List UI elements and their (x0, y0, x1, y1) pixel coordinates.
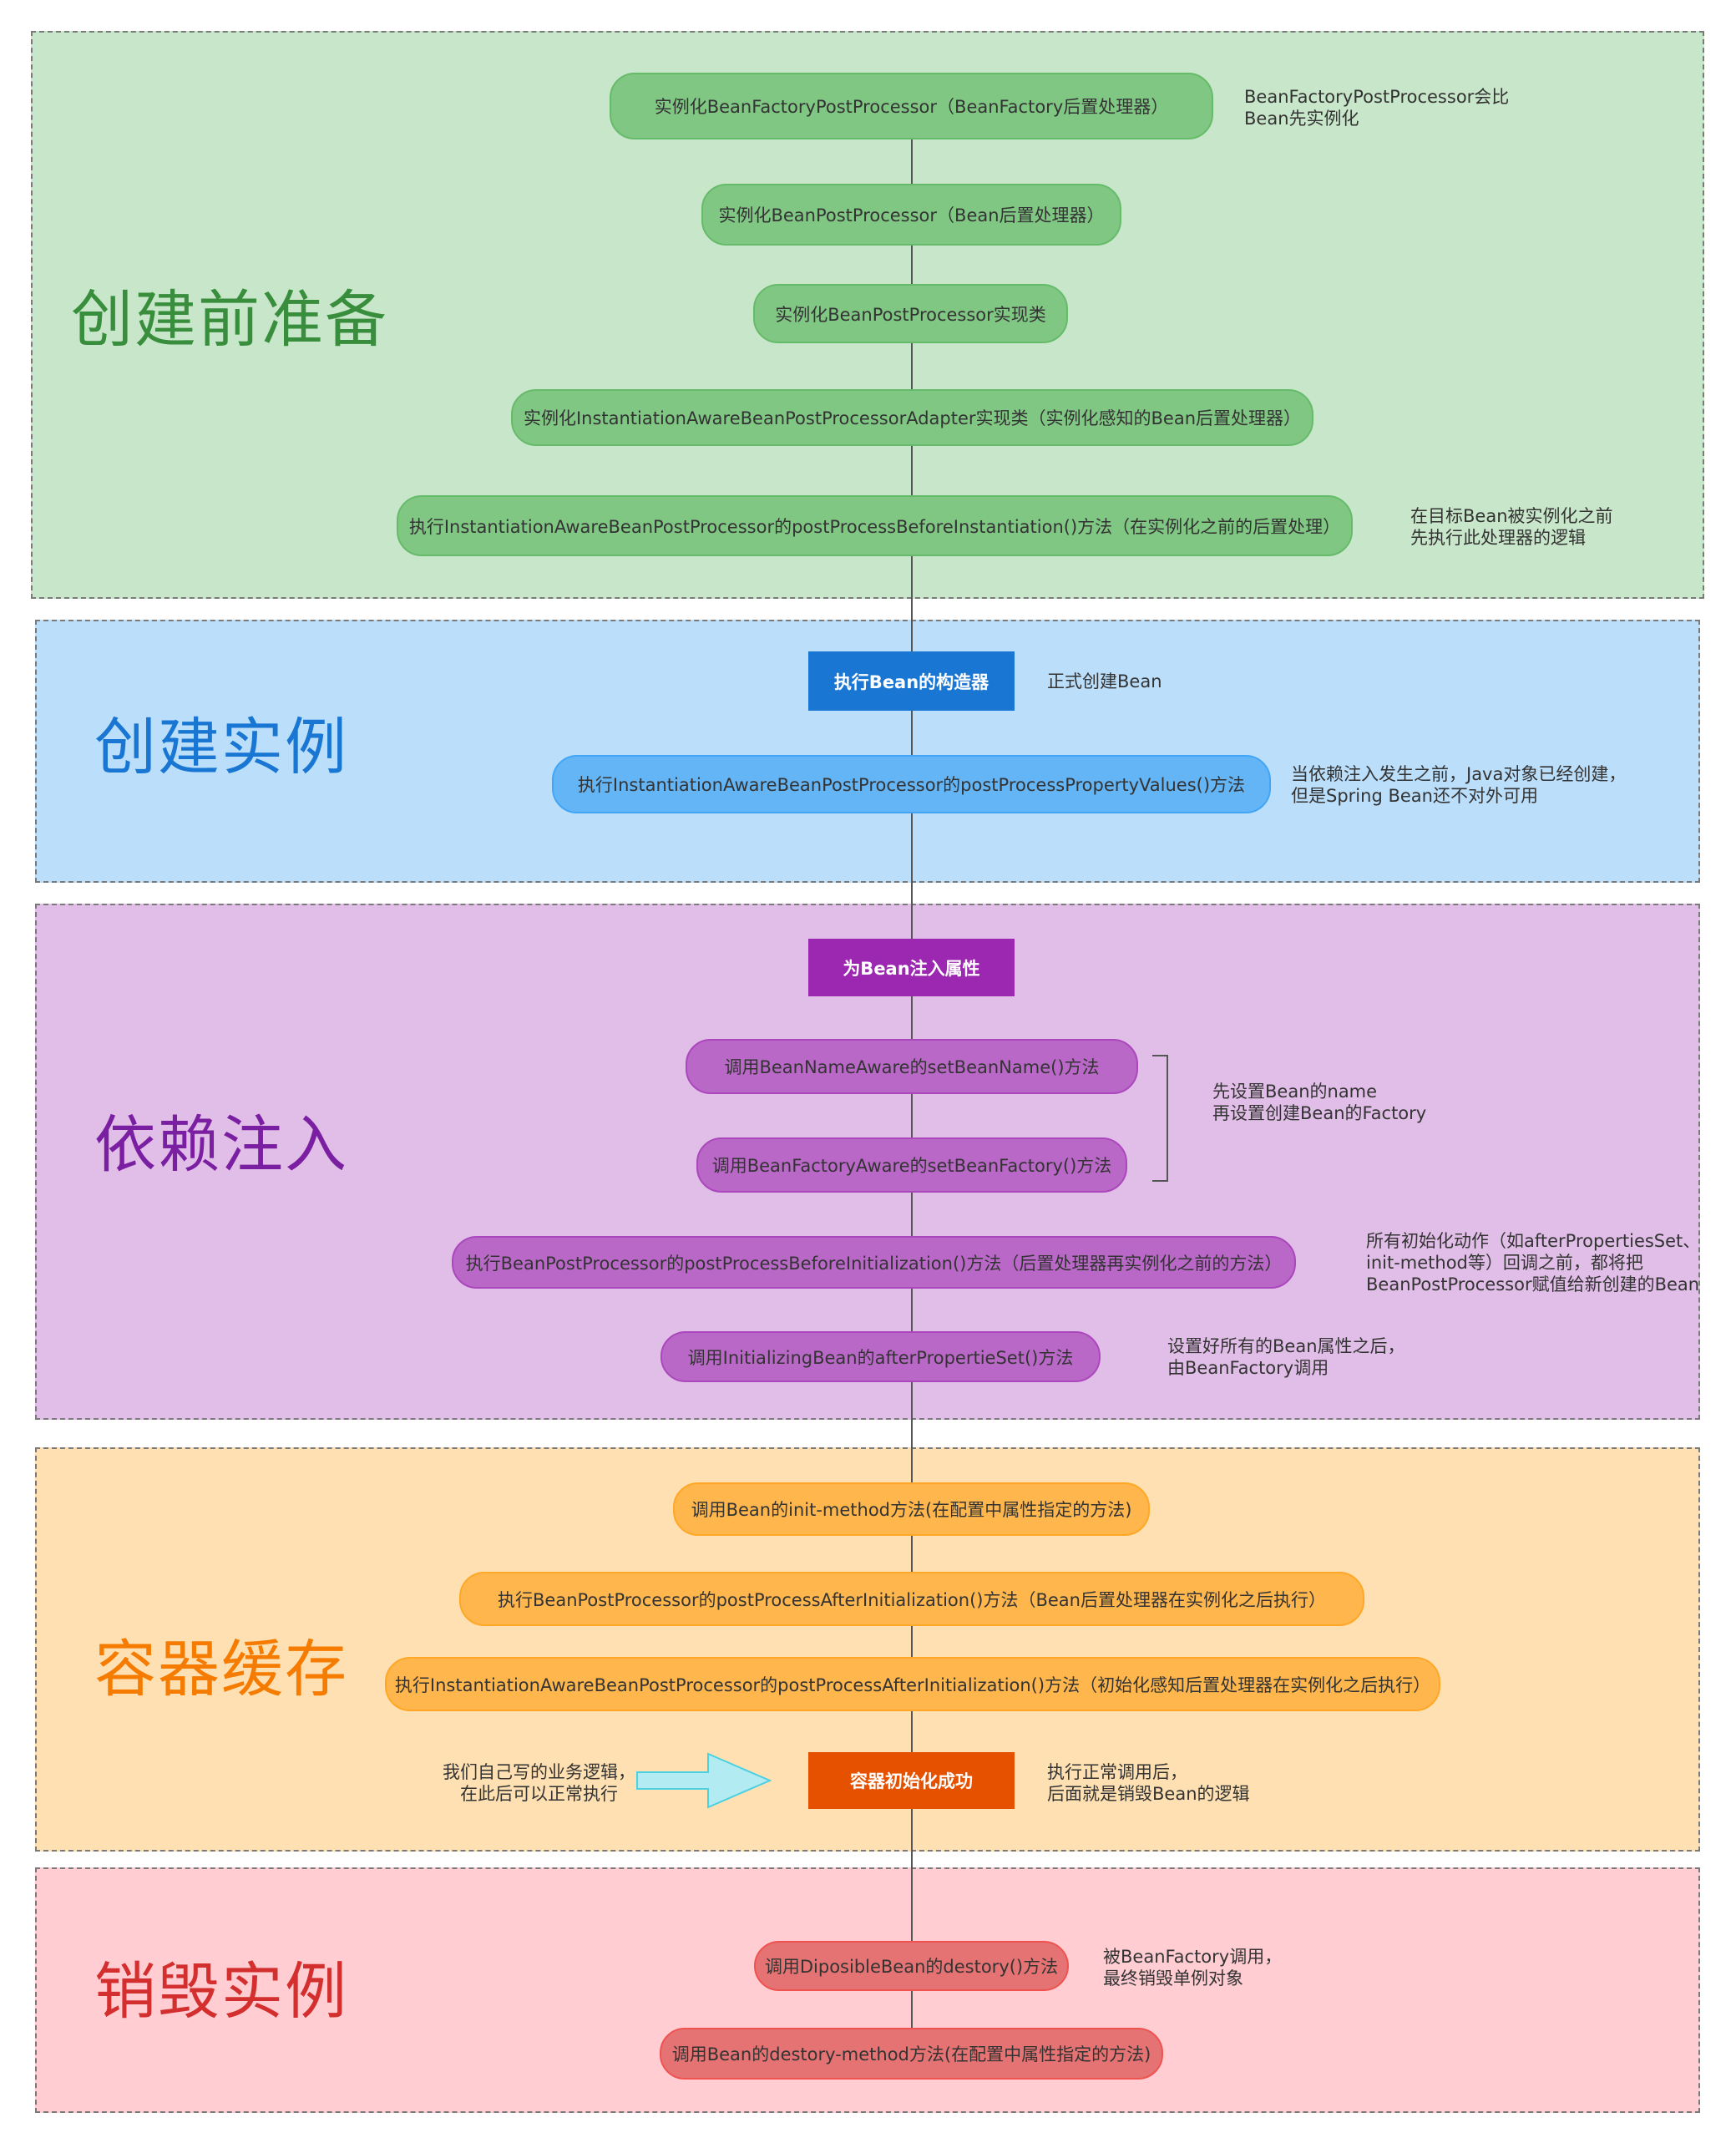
node-post-process-after-initialization[interactable]: 执行BeanPostProcessor的postProcessAfterInit… (459, 1572, 1364, 1626)
note-business-logic: 我们自己写的业务逻辑，在此后可以正常执行 (443, 1762, 635, 1804)
node-set-bean-factory[interactable]: 调用BeanFactoryAware的setBeanFactory()方法 (696, 1137, 1127, 1193)
section-title-prepare: 创建前准备 (71, 284, 388, 356)
note-property-values: 当依赖注入发生之前，Java对象已经创建，但是Spring Bean还不对外可用 (1291, 764, 1627, 806)
node-iabpp-after-initialization[interactable]: 执行InstantiationAwareBeanPostProcessor的po… (385, 1657, 1440, 1711)
right-arrow-icon (636, 1752, 772, 1809)
node-disposable-destroy[interactable]: 调用DiposibleBean的destory()方法 (754, 1941, 1069, 1991)
bracket-icon (1152, 1055, 1168, 1182)
note-before-instantiation: 在目标Bean被实例化之前先执行此处理器的逻辑 (1410, 506, 1613, 548)
section-title-cache: 容器缓存 (94, 1634, 348, 1705)
node-set-bean-name[interactable]: 调用BeanNameAware的setBeanName()方法 (686, 1039, 1138, 1094)
node-post-process-before-initialization[interactable]: 执行BeanPostProcessor的postProcessBeforeIni… (452, 1236, 1296, 1289)
node-inject-properties[interactable]: 为Bean注入属性 (808, 939, 1015, 996)
note-destroy: 被BeanFactory调用，最终销毁单例对象 (1103, 1947, 1283, 1988)
node-post-process-property-values[interactable]: 执行InstantiationAwareBeanPostProcessor的po… (552, 755, 1271, 813)
note-after-properties-set: 设置好所有的Bean属性之后，由BeanFactory调用 (1167, 1336, 1405, 1378)
section-title-inject: 依赖注入 (94, 1109, 348, 1181)
node-init-method[interactable]: 调用Bean的init-method方法(在配置中属性指定的方法) (673, 1482, 1150, 1536)
node-container-init-success[interactable]: 容器初始化成功 (808, 1752, 1015, 1809)
node-instantiate-bfpp[interactable]: 实例化BeanFactoryPostProcessor（BeanFactory后… (610, 73, 1213, 139)
section-title-destroy: 销毁实例 (94, 1956, 348, 2028)
node-instantiate-bpp-impl[interactable]: 实例化BeanPostProcessor实现类 (753, 284, 1068, 343)
node-post-process-before-instantiation[interactable]: 执行InstantiationAwareBeanPostProcessor的po… (397, 495, 1353, 556)
flow-connector-line (911, 109, 913, 2080)
note-before-initialization: 所有初始化动作（如afterPropertiesSet、init-method等… (1366, 1231, 1701, 1294)
node-execute-constructor[interactable]: 执行Bean的构造器 (808, 651, 1015, 711)
section-title-create: 创建实例 (94, 712, 348, 783)
node-instantiate-bpp[interactable]: 实例化BeanPostProcessor（Bean后置处理器） (701, 184, 1121, 246)
node-destroy-method[interactable]: 调用Bean的destory-method方法(在配置中属性指定的方法) (660, 2028, 1163, 2080)
node-instantiate-iabpp-adapter[interactable]: 实例化InstantiationAwareBeanPostProcessorAd… (511, 389, 1313, 446)
node-after-properties-set[interactable]: 调用InitializingBean的afterPropertieSet()方法 (660, 1331, 1101, 1382)
note-constructor: 正式创建Bean (1047, 671, 1162, 692)
note-container-success: 执行正常调用后，后面就是销毁Bean的逻辑 (1047, 1762, 1250, 1804)
